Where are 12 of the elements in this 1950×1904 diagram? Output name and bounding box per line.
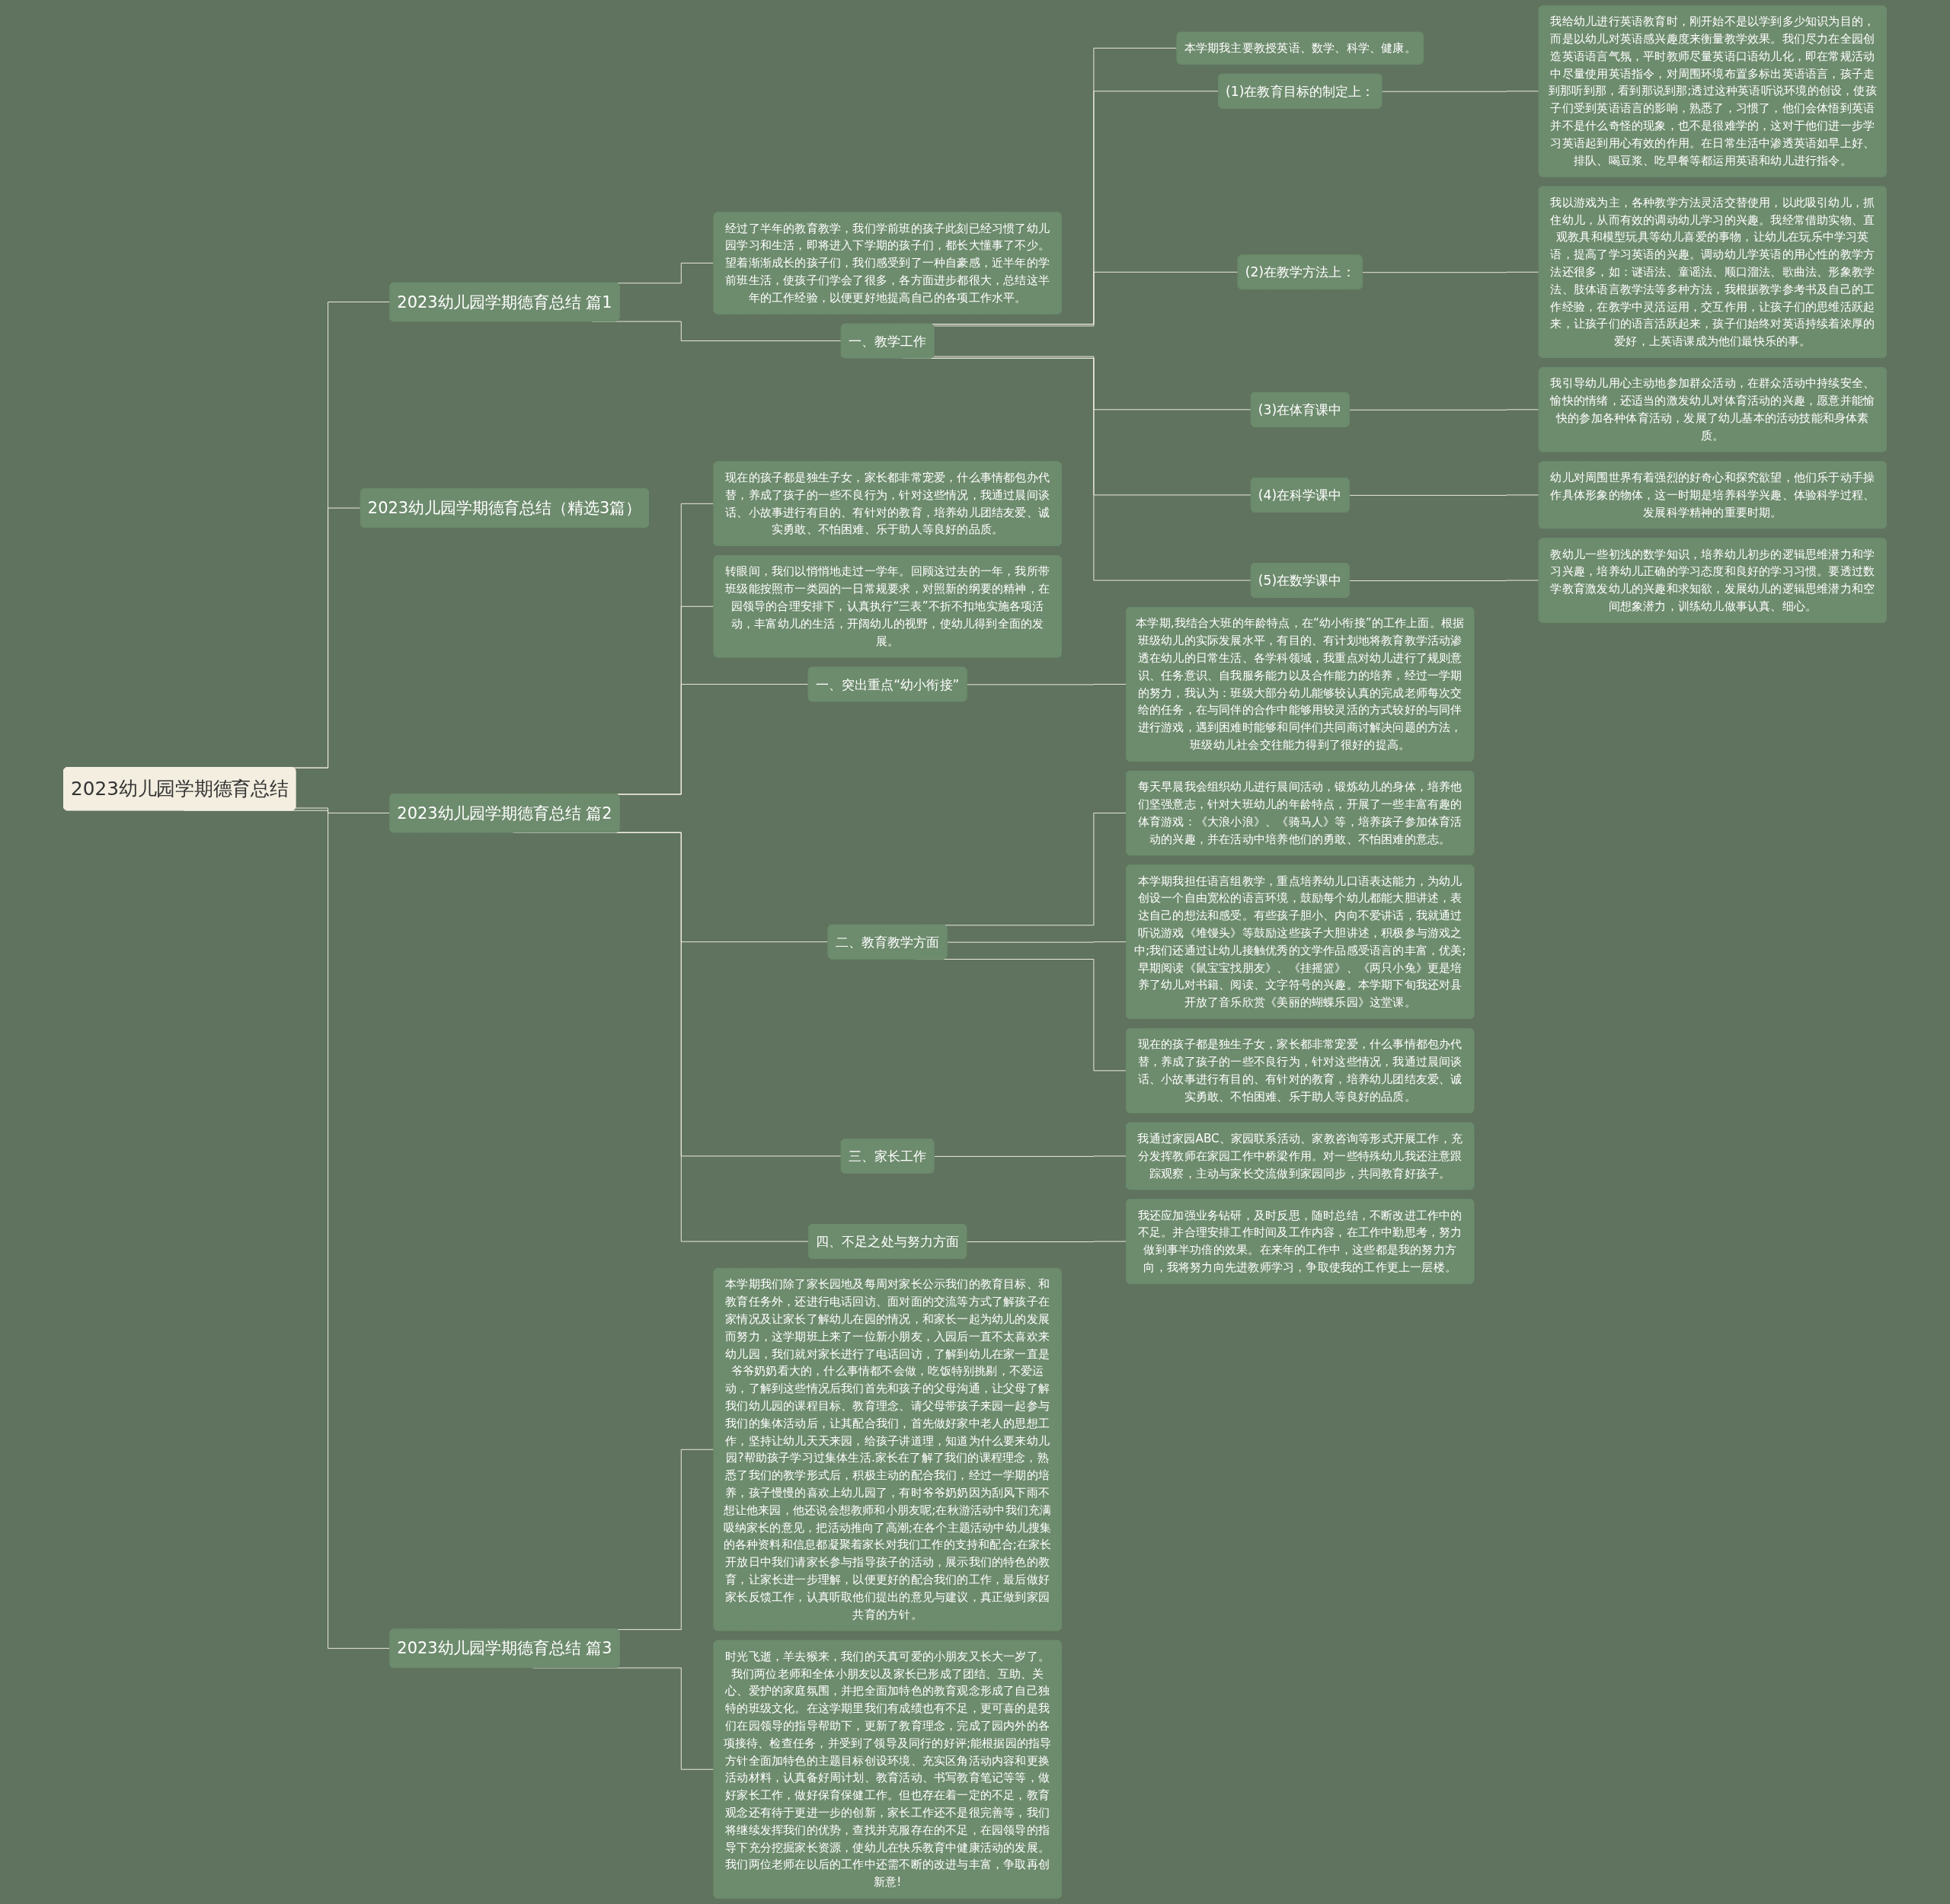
connector — [933, 1155, 1127, 1157]
connector — [295, 807, 391, 814]
connector — [1381, 91, 1540, 92]
connector — [1362, 271, 1540, 273]
connector — [1349, 580, 1540, 581]
connector — [933, 271, 1239, 327]
connector — [966, 1241, 1127, 1243]
connector — [947, 941, 1127, 943]
connector — [1349, 494, 1540, 496]
connector — [967, 683, 1127, 685]
connector — [1349, 409, 1540, 411]
connector — [933, 356, 1252, 411]
